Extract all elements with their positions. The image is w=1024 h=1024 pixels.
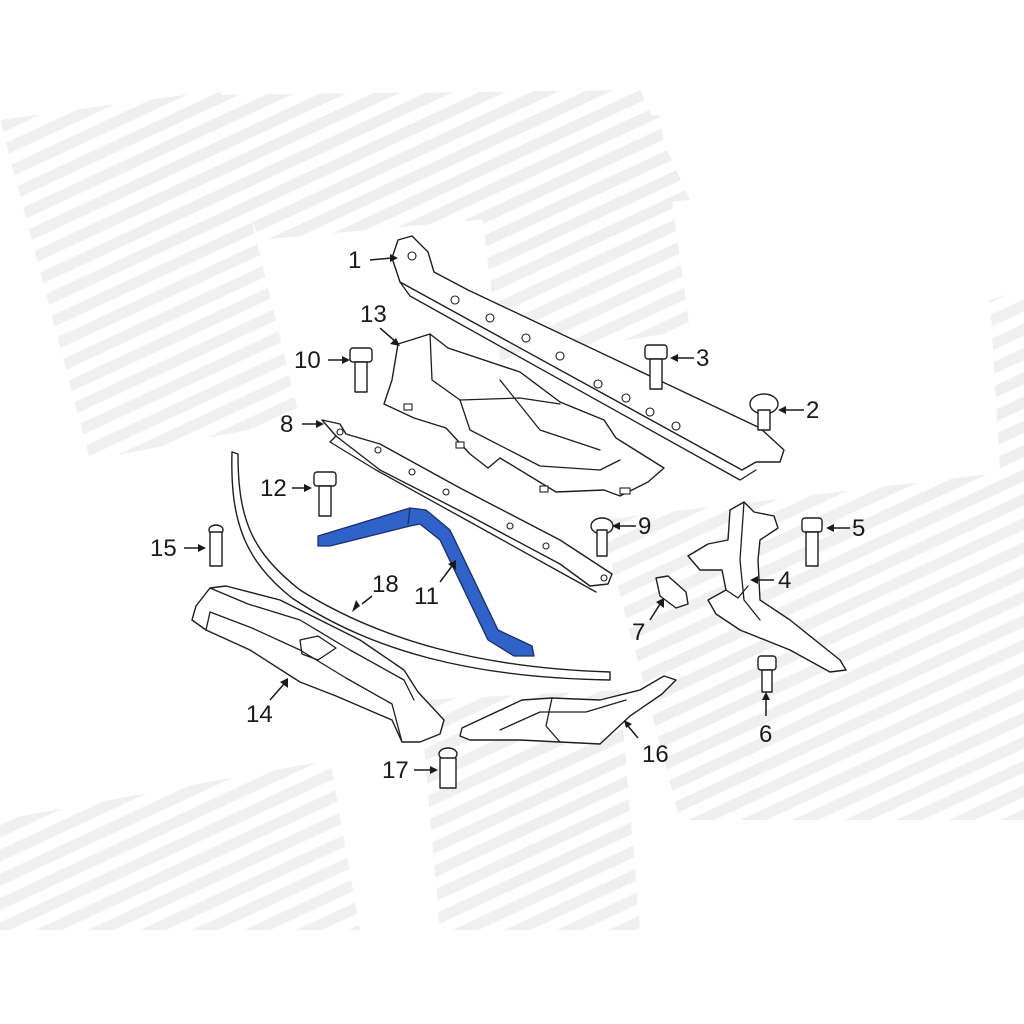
callout-11: 11: [414, 583, 439, 610]
part-7-clip: [655, 575, 689, 609]
callout-14: 14: [246, 701, 273, 728]
pin-15: [208, 524, 224, 567]
callout-13: 13: [360, 301, 387, 328]
callout-12: 12: [260, 475, 287, 502]
bolt-6: [757, 655, 777, 693]
callout-1: 1: [348, 247, 361, 274]
part-16-cowl-extension: [459, 675, 677, 745]
callout-18: 18: [372, 571, 399, 598]
part-8-lower-rail: [321, 419, 613, 593]
callout-leaders: [184, 254, 850, 774]
bolt-10: [349, 347, 373, 393]
fasteners: [208, 344, 823, 789]
callout-17: 17: [382, 757, 409, 784]
callout-9: 9: [638, 513, 651, 540]
part-4-side-bracket: [687, 501, 847, 673]
part-13-shield: [383, 333, 665, 497]
callout-5: 5: [852, 515, 865, 542]
callout-3: 3: [696, 345, 709, 372]
part-18-seal-strip: [231, 451, 611, 681]
bolt-2: [749, 393, 779, 431]
callout-6: 6: [759, 721, 772, 748]
part-1-upper-rail: [391, 235, 785, 481]
callout-16: 16: [642, 741, 669, 768]
bolt-3: [644, 344, 668, 390]
callout-15: 15: [150, 535, 177, 562]
part-11-center-brace: [317, 507, 535, 657]
pin-17: [438, 747, 458, 789]
callout-2: 2: [806, 397, 819, 424]
callout-8: 8: [280, 411, 293, 438]
callout-10: 10: [294, 347, 321, 374]
callout-labels: 1 2 3 4 5 6 7 8 9 10 11 12 13 14 15 16 1…: [150, 247, 865, 784]
callout-7: 7: [632, 619, 645, 646]
bolt-5: [801, 517, 823, 567]
callout-4: 4: [778, 567, 791, 594]
bolt-12: [313, 471, 337, 517]
part-14-cowl-panel: [191, 585, 445, 743]
watermark-logo: [0, 90, 1024, 930]
